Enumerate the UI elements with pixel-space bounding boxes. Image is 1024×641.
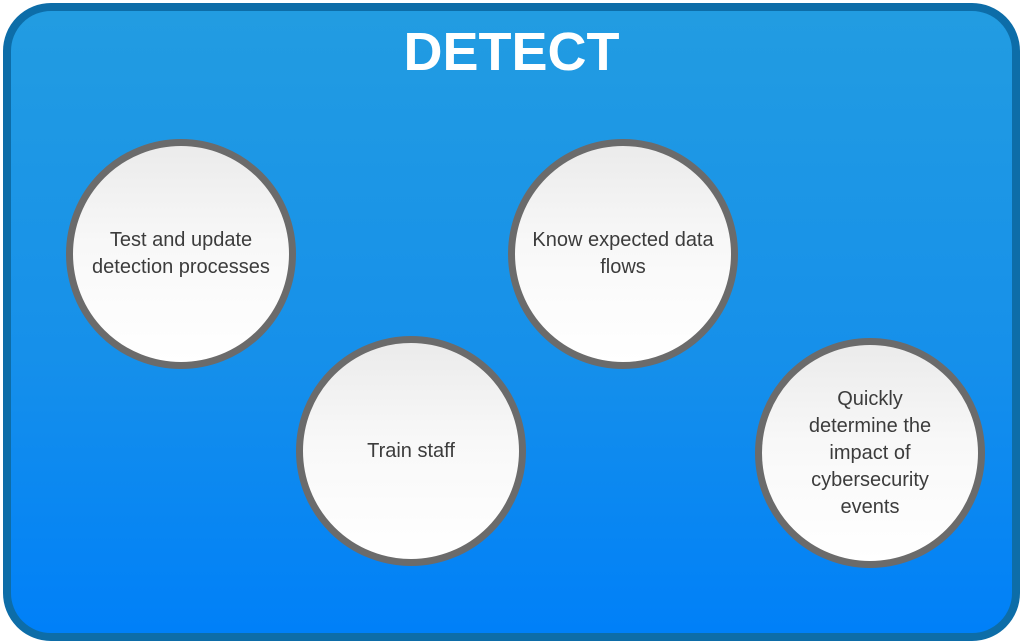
bubble-label: Know expected data flows: [532, 229, 714, 278]
bubble-label: Test and update detection processes: [92, 229, 270, 278]
bubble-test-update-detection-processes: Test and update detection processes: [66, 139, 296, 369]
panel-title: DETECT: [403, 22, 620, 82]
bubble-impact-of-cybersecurity-events: Quickly determine the impact of cybersec…: [755, 338, 985, 568]
bubble-train-staff: Train staff: [296, 336, 526, 566]
bubble-label: Train staff: [367, 439, 455, 462]
bubble-know-expected-data-flows: Know expected data flows: [508, 139, 738, 369]
bubble-label: Quickly determine the impact of cybersec…: [808, 387, 932, 518]
detect-panel: DETECT Test and update detection process…: [3, 3, 1020, 641]
